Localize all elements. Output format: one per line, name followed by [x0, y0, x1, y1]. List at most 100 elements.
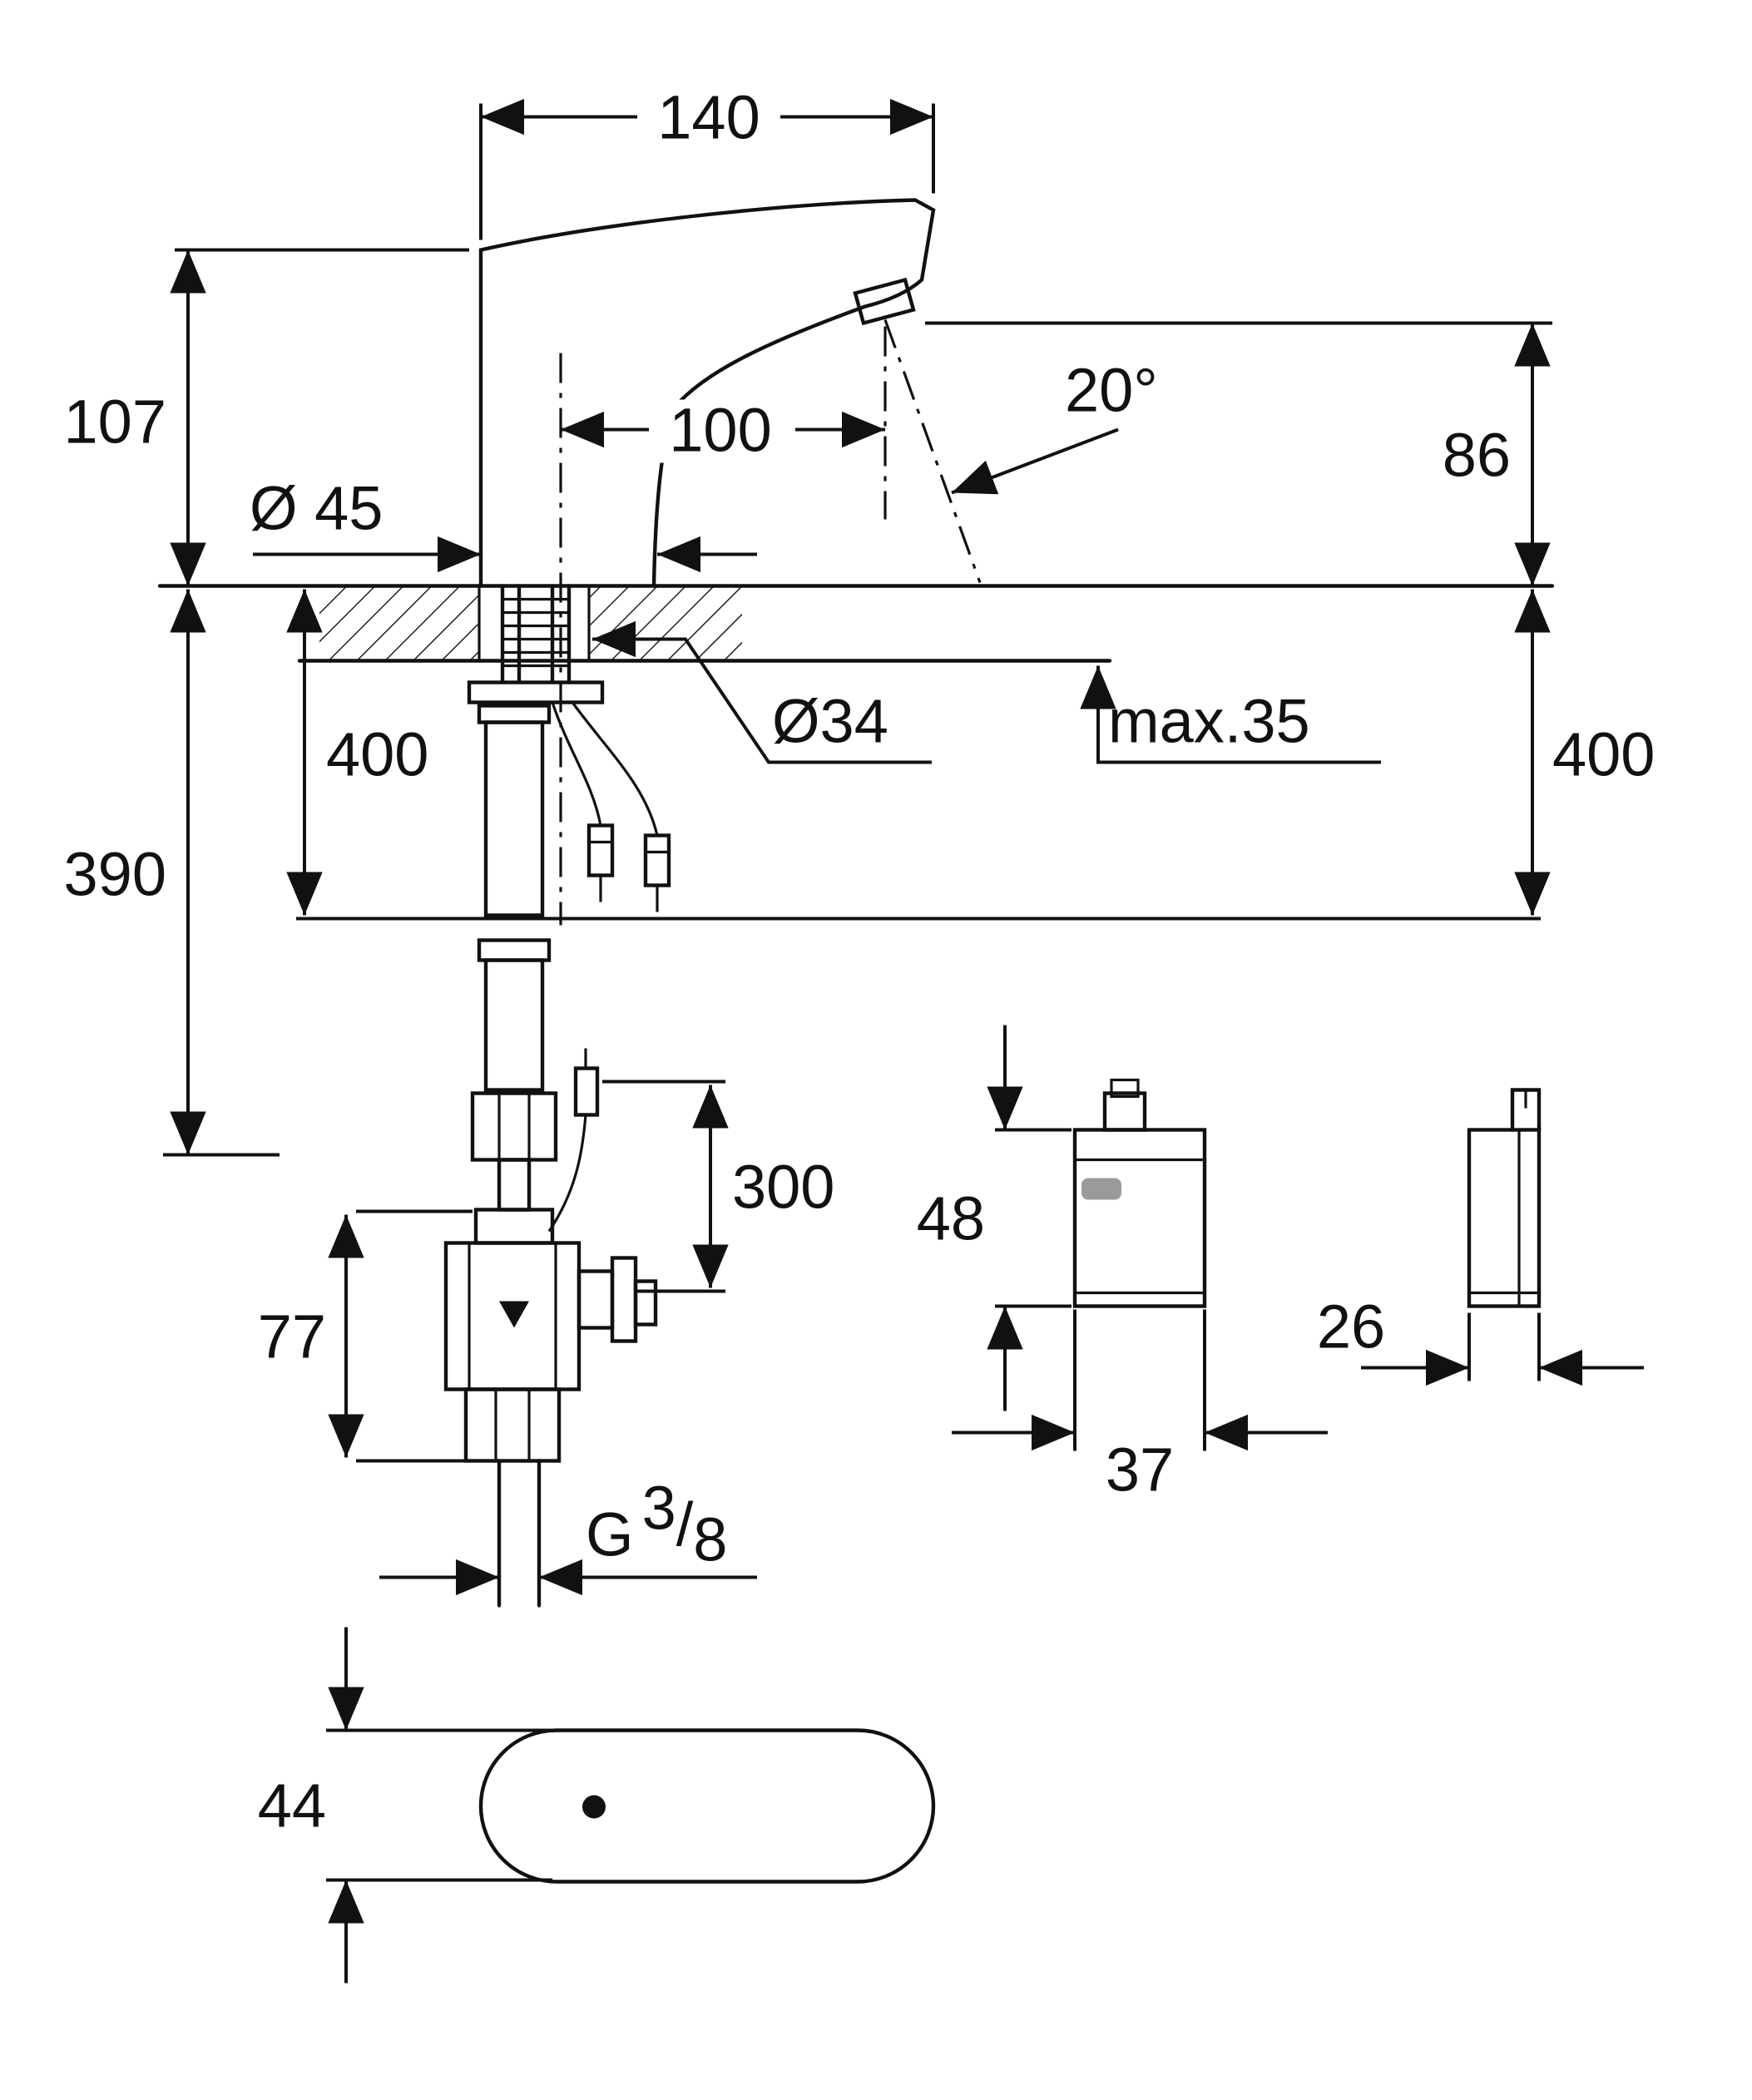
dimension-300: 300 [602, 1080, 834, 1293]
supply-pipe [497, 1459, 542, 1608]
cable-2 [571, 701, 659, 836]
dim-400R-label: 400 [1552, 720, 1655, 789]
shank-threads [502, 597, 569, 668]
dim-dia34-label: Ø34 [772, 687, 888, 756]
thread-sub: 8 [693, 1505, 727, 1574]
thread-slash: / [676, 1490, 694, 1559]
escutcheon-outline [478, 1728, 936, 1884]
dim-86-label: 86 [1443, 421, 1511, 490]
thread-g: G [586, 1500, 634, 1569]
mounting-shank [467, 584, 671, 917]
dim-140-mask [637, 83, 780, 151]
dim-77-ext-lines [356, 1209, 496, 1463]
deck-hatch-right [589, 587, 742, 660]
valve-cable [547, 1114, 587, 1233]
power-box-side-outline [1467, 1128, 1542, 1308]
valve-cable-connector [573, 1066, 600, 1117]
dimension-dia34: Ø34 [592, 620, 932, 764]
dimension-86: 86 [925, 321, 1552, 586]
power-box-front-outline [1072, 1128, 1207, 1308]
dim-390-label: 390 [64, 840, 166, 909]
dim-angle20-label: 20° [1065, 356, 1158, 425]
power-box-nipple-tip [1110, 1078, 1140, 1099]
dim-400L-label: 400 [326, 720, 428, 789]
spout-aerator [853, 277, 916, 326]
bottom-nut-facets [494, 1389, 531, 1461]
deck-hatch-left [319, 587, 479, 660]
valve-handle [610, 1256, 638, 1343]
valve-handle-knob [633, 1279, 658, 1327]
dimension-77: 77 [258, 1209, 496, 1463]
dim-48-ext-lines [995, 1128, 1071, 1308]
power-box-nipple [1102, 1091, 1147, 1132]
dim-77-label: 77 [258, 1302, 326, 1371]
valve-top [473, 1208, 555, 1245]
dim-100-mask [649, 399, 795, 463]
hose-collar-mid [477, 938, 552, 962]
hose-collar-top [477, 704, 552, 724]
dimension-100: 100 [561, 396, 885, 465]
power-box-side-slot [1469, 1129, 1539, 1307]
valve-neck [497, 1158, 532, 1212]
power-box-side [1467, 1088, 1542, 1308]
connector-2-pin [646, 850, 669, 912]
dim-dia45-label: Ø 45 [250, 474, 383, 543]
cable-1 [551, 701, 602, 826]
dimension-26: 26 [1317, 1292, 1644, 1386]
escutcheon-top-view [478, 1728, 936, 1884]
dim-26-label: 26 [1317, 1292, 1385, 1361]
dim-140-label: 140 [657, 83, 760, 152]
dimension-48: 48 [917, 1025, 1071, 1411]
dim-26-ext-lines [1467, 1312, 1541, 1381]
water-stream [883, 319, 982, 584]
dim-37-label: 37 [1106, 1435, 1174, 1505]
dim-300-ext-lines [602, 1080, 725, 1293]
valve-side-outlet [577, 1269, 615, 1330]
dim-48-label: 48 [917, 1184, 985, 1253]
cable-connector-2 [643, 833, 671, 887]
dim-max35-leader [1080, 665, 1381, 764]
mounting-deck [157, 584, 1555, 663]
union-nut-facets [497, 1093, 531, 1160]
flow-arrow [499, 1301, 529, 1328]
thread-sup: 3 [642, 1474, 676, 1543]
power-box-lid-line [1075, 1158, 1205, 1295]
dimension-max35: max.35 [1080, 665, 1381, 764]
dimension-dia45: Ø 45 [250, 474, 757, 573]
dim-44-label: 44 [258, 1771, 326, 1841]
dim-107-label: 107 [64, 388, 166, 457]
dim-max35-label: max.35 [1108, 687, 1310, 756]
dimension-400-left: 400 [286, 589, 428, 916]
dim-angle20-leader [951, 427, 1119, 495]
dimension-44: 44 [258, 1627, 552, 1984]
connector-1-pin [589, 840, 612, 902]
grohe-logo [1081, 1178, 1121, 1200]
dim-37-ext-lines [1073, 1309, 1206, 1451]
sensor-dot [582, 1795, 606, 1819]
cable-connector-1 [586, 823, 615, 877]
mounting-nut [467, 680, 605, 704]
dimension-107: 107 [64, 248, 469, 586]
dim-100-label: 100 [669, 396, 771, 465]
shank-sides [500, 584, 572, 684]
valve-bottom-nut [463, 1387, 562, 1463]
supply-hose-lower [483, 958, 545, 1092]
dimension-37: 37 [952, 1309, 1328, 1505]
dim-44-ext-lines [326, 1728, 552, 1882]
faucet-outline [478, 198, 936, 588]
power-box-front [1072, 1078, 1207, 1308]
valve-body-lines [468, 1243, 557, 1390]
dim-dia34-leader [592, 620, 932, 764]
dimension-angle20: 20° [951, 356, 1158, 495]
dimension-140: 140 [479, 83, 935, 240]
valve-assembly [443, 938, 658, 1608]
dimension-390: 390 [64, 589, 280, 1157]
supply-hose-upper [483, 720, 545, 917]
dimension-400-right: 400 [1514, 589, 1655, 916]
dim-300-label: 300 [732, 1153, 834, 1222]
hose-union-nut [470, 1091, 558, 1162]
